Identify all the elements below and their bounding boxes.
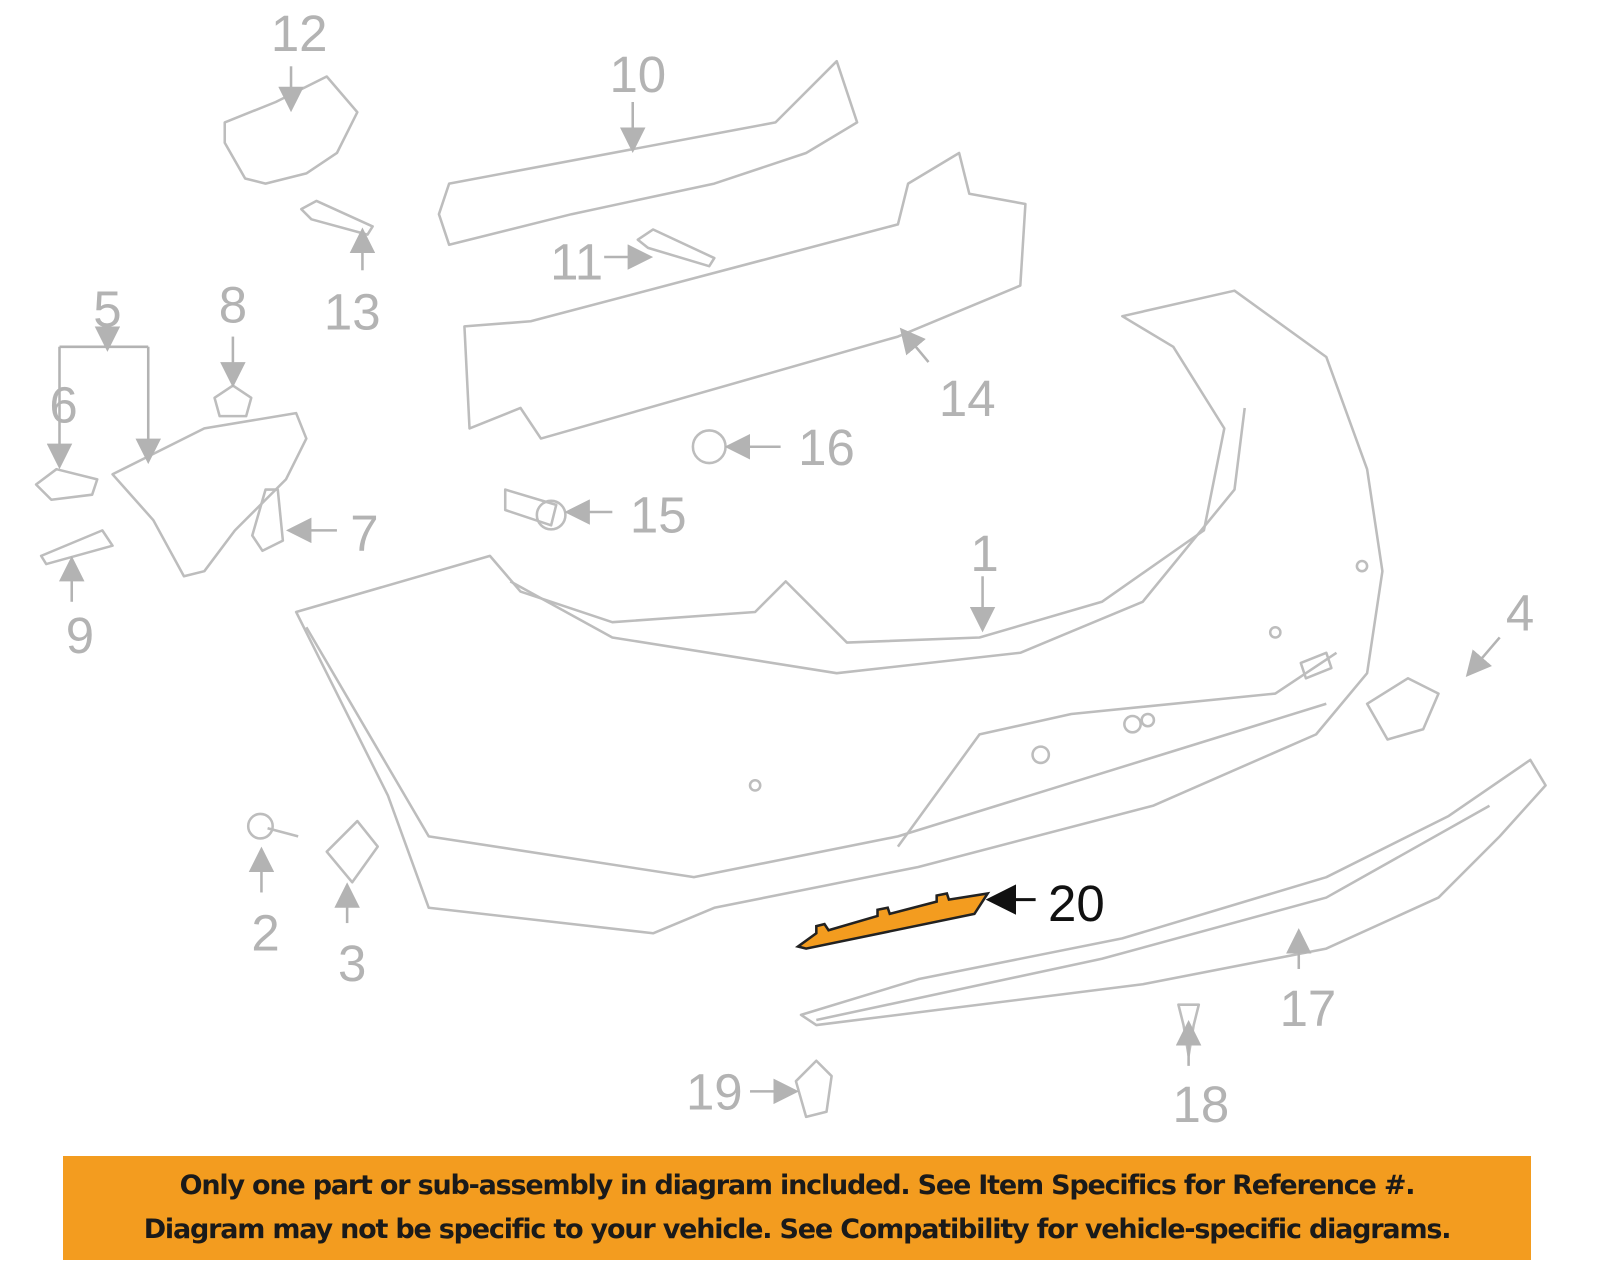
callout-16: 16 (798, 419, 855, 476)
callout-20: 20 (1048, 875, 1105, 932)
callout-labels: 1 2 3 4 5 6 7 8 9 10 11 12 13 14 15 16 1… (49, 5, 1534, 1133)
callout-3: 3 (338, 935, 366, 992)
callout-17: 17 (1280, 980, 1337, 1037)
callout-8: 8 (219, 276, 247, 333)
callout-18: 18 (1172, 1076, 1229, 1133)
callout-4: 4 (1506, 584, 1534, 641)
callout-11: 11 (550, 233, 603, 290)
callout-19: 19 (686, 1064, 743, 1121)
callout-9: 9 (66, 607, 94, 664)
part-1-bumper-cover (294, 289, 1384, 935)
callout-15: 15 (630, 486, 687, 543)
callout-10: 10 (609, 46, 666, 103)
disclaimer-line-2: Diagram may not be specific to your vehi… (143, 1214, 1452, 1245)
part-17-lower-valance (799, 758, 1547, 1027)
disclaimer-line-1: Only one part or sub-assembly in diagram… (179, 1170, 1416, 1201)
callout-5: 5 (93, 280, 121, 337)
part-10-energy-absorber (437, 59, 859, 247)
callout-14: 14 (939, 370, 996, 427)
part-14-impact-bar (463, 151, 1027, 440)
callout-7: 7 (350, 505, 378, 562)
leader-arrows (46, 66, 1501, 1105)
part-20-highlighted (794, 891, 991, 950)
part-4-reflector (1365, 677, 1440, 741)
callout-12: 12 (271, 5, 328, 62)
callout-2: 2 (251, 905, 279, 962)
fasteners (34, 199, 1201, 1119)
callout-6: 6 (49, 376, 77, 433)
callout-13: 13 (324, 283, 381, 340)
callout-1: 1 (970, 525, 998, 582)
disclaimer-banner: Only one part or sub-assembly in diagram… (63, 1156, 1531, 1260)
